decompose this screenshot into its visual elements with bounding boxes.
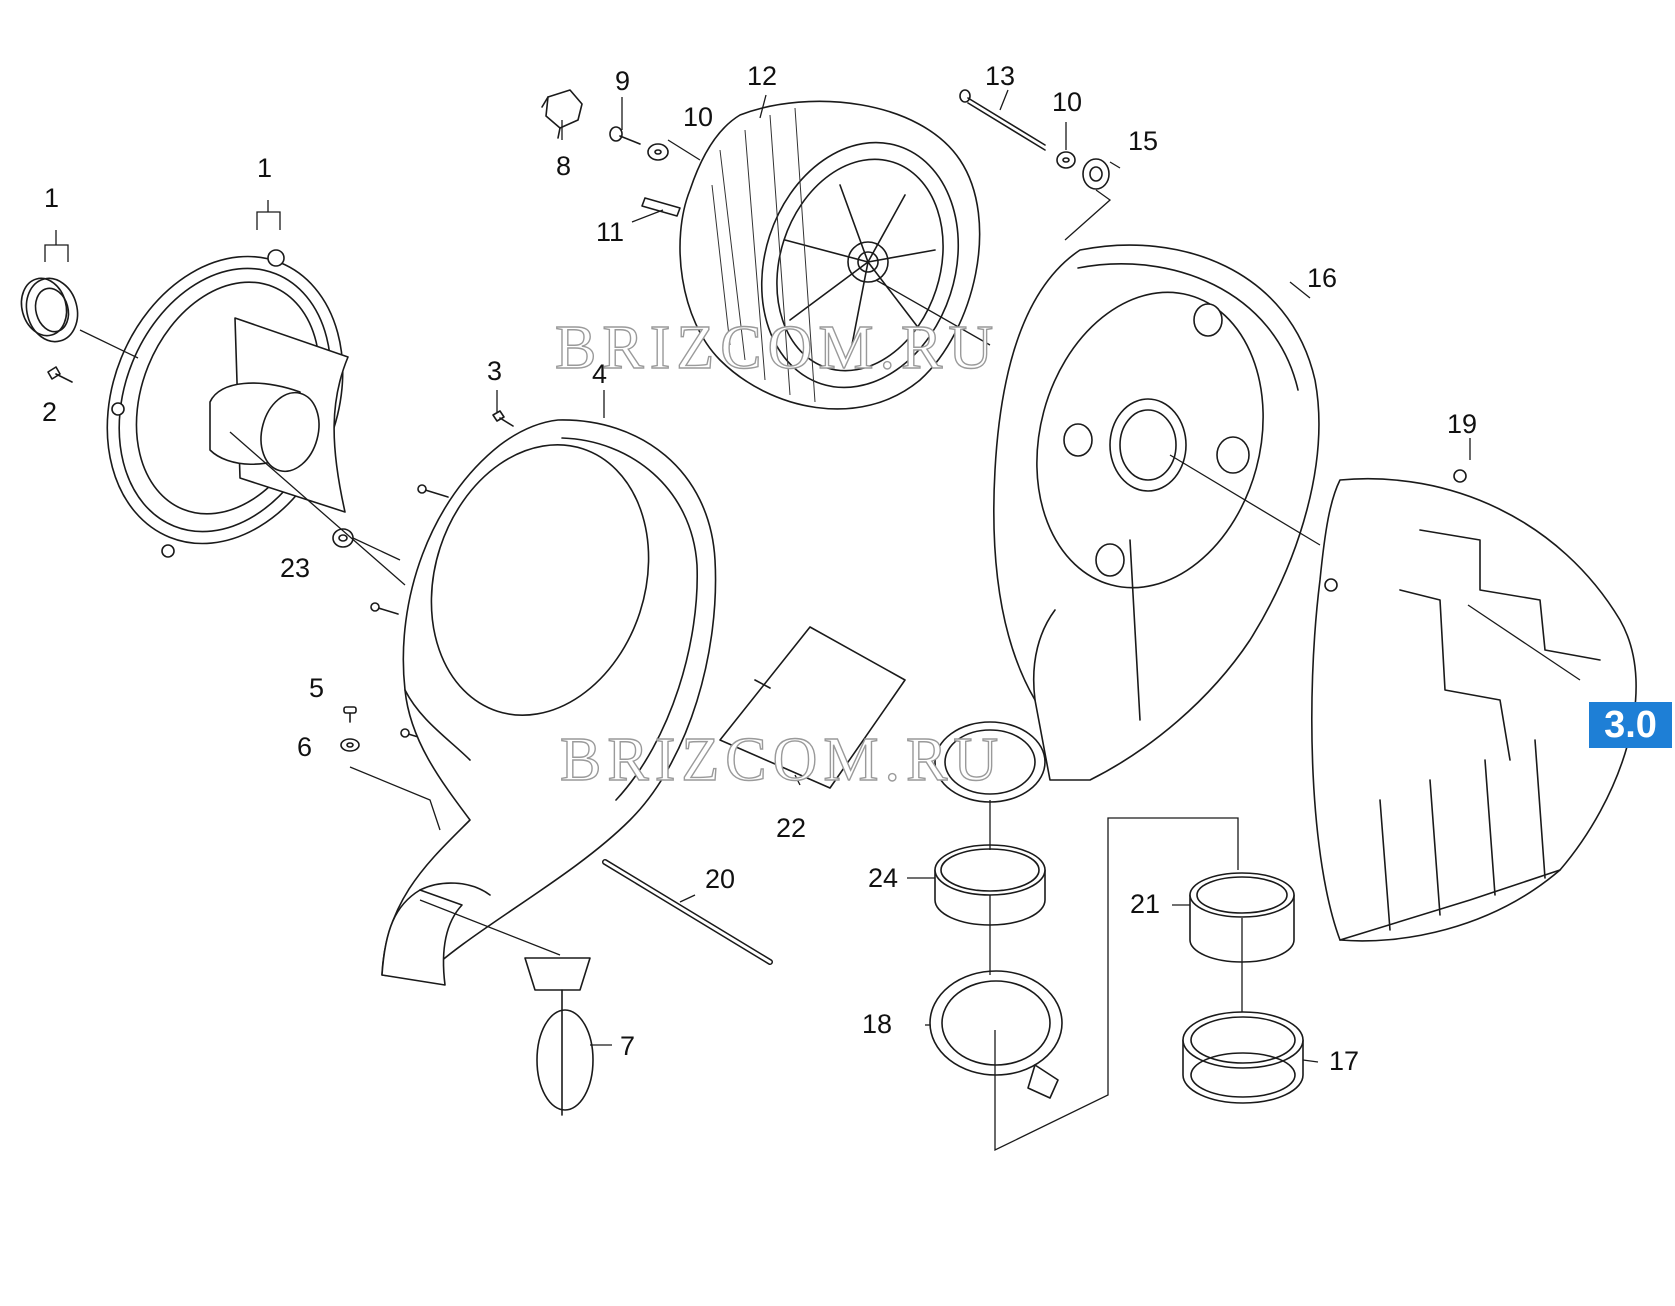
callout-23: 23 xyxy=(280,553,310,583)
callout-10-right: 10 xyxy=(1052,87,1082,117)
leader-lines xyxy=(44,89,1581,1152)
callout-9: 9 xyxy=(615,66,630,96)
callout-24: 24 xyxy=(868,863,898,893)
callout-2: 2 xyxy=(42,397,57,427)
callout-1-cover: 1 xyxy=(257,153,272,183)
part-shaft-20 xyxy=(602,859,773,965)
section-badge: 3.0 xyxy=(1589,702,1672,748)
part-rear-housing xyxy=(993,244,1320,781)
part-screw-3 xyxy=(492,410,514,427)
callout-5: 5 xyxy=(309,673,324,703)
part-seal-17 xyxy=(1182,1011,1304,1104)
callout-4: 4 xyxy=(592,359,607,389)
callout-12: 12 xyxy=(747,61,777,91)
part-key-11 xyxy=(641,197,681,217)
part-nut-15 xyxy=(1082,158,1110,190)
callout-17: 17 xyxy=(1329,1046,1359,1076)
callout-10-left: 10 xyxy=(683,102,713,132)
part-clamp-ring-upper xyxy=(934,721,1046,803)
part-seal-ring xyxy=(20,277,79,343)
callout-1-left: 1 xyxy=(44,183,59,213)
callout-7: 7 xyxy=(620,1031,635,1061)
part-plate-22 xyxy=(719,626,906,789)
part-front-cover xyxy=(106,249,349,558)
callout-21: 21 xyxy=(1130,889,1160,919)
watermark-top: BRIZCOM.RU xyxy=(555,314,999,382)
part-washer-6 xyxy=(340,738,360,752)
callout-3: 3 xyxy=(487,356,502,386)
callout-6: 6 xyxy=(297,732,312,762)
callout-22: 22 xyxy=(776,813,806,843)
callout-15: 15 xyxy=(1128,126,1158,156)
callout-11: 11 xyxy=(596,217,624,247)
part-flap-7 xyxy=(524,957,594,1116)
part-screw-9 xyxy=(609,126,641,145)
part-clamp-18 xyxy=(929,970,1063,1099)
part-hub-8 xyxy=(541,89,583,139)
part-washer-23 xyxy=(332,528,354,548)
callout-13: 13 xyxy=(985,61,1015,91)
part-side-cover xyxy=(1311,469,1637,942)
part-screw-2 xyxy=(47,366,73,383)
part-washer-10b xyxy=(1056,151,1076,169)
part-volute-housing xyxy=(381,419,717,986)
part-fan-impeller xyxy=(679,100,981,410)
callout-20: 20 xyxy=(705,864,735,894)
callout-18: 18 xyxy=(862,1009,892,1039)
callout-16: 16 xyxy=(1307,263,1337,293)
part-bolt-13 xyxy=(959,89,1046,151)
part-screw-5 xyxy=(343,706,357,723)
callout-8: 8 xyxy=(556,151,571,181)
callouts: 1 1 2 3 4 5 6 7 8 9 10 10 11 12 13 15 16… xyxy=(42,61,1477,1076)
watermark-bottom: BRIZCOM.RU xyxy=(560,726,1004,794)
part-washer-10a xyxy=(647,143,669,161)
callout-19: 19 xyxy=(1447,409,1477,439)
